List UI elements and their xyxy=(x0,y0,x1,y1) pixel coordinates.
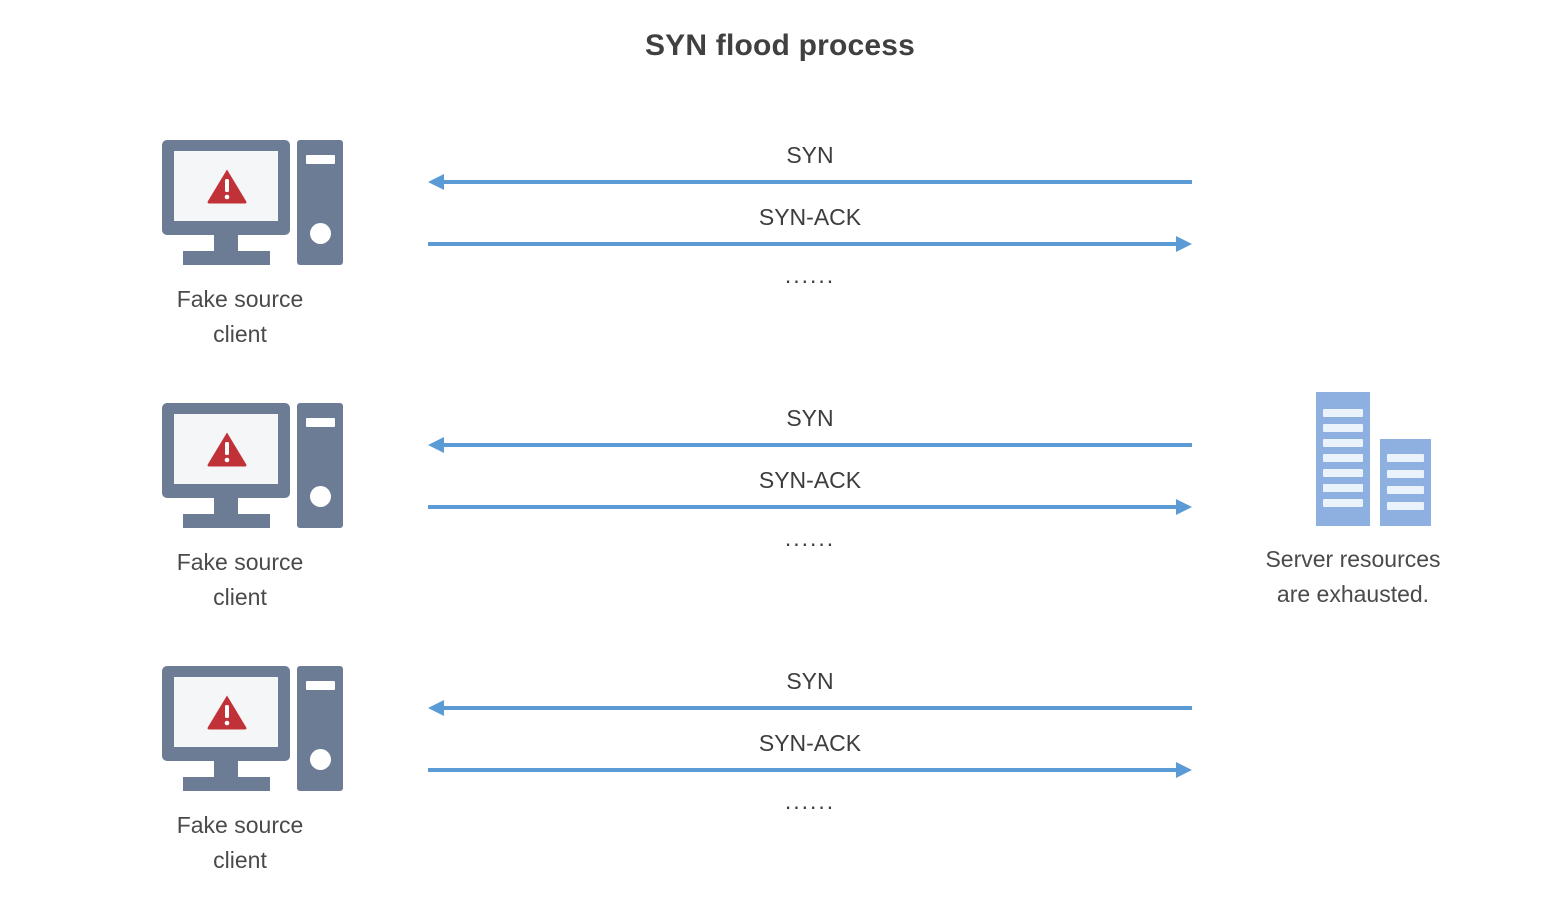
client-computer-warning-icon xyxy=(140,396,343,529)
syn-label: SYN xyxy=(786,142,834,168)
warning-triangle-icon xyxy=(206,693,248,731)
tower-power-button-icon xyxy=(310,223,331,244)
arrow-head-right-icon xyxy=(1176,499,1192,515)
flow-group-3: SYN SYN-ACK ...... xyxy=(428,666,1192,814)
client-node-1: Fake source client xyxy=(130,133,350,352)
rack-slot xyxy=(1323,469,1363,477)
server-node-label: Server resources are exhausted. xyxy=(1265,546,1441,607)
arrow-line xyxy=(428,768,1178,772)
continuation-dots: ...... xyxy=(784,262,836,288)
client-node-2: Fake source client xyxy=(130,396,350,615)
synack-arrow-right xyxy=(428,499,1192,515)
monitor-neck xyxy=(214,235,238,251)
client-node-label: Fake source client xyxy=(176,812,304,873)
synack-arrow-right xyxy=(428,236,1192,252)
synack-label: SYN-ACK xyxy=(758,467,862,493)
arrow-head-right-icon xyxy=(1176,236,1192,252)
monitor-neck xyxy=(214,498,238,514)
tower-power-button-icon xyxy=(310,486,331,507)
arrow-head-left-icon xyxy=(428,700,444,716)
server-node: Server resources are exhausted. xyxy=(1243,388,1463,612)
arrow-head-left-icon xyxy=(428,174,444,190)
syn-arrow-left xyxy=(428,437,1192,453)
syn-label: SYN xyxy=(786,405,834,431)
warning-triangle-icon xyxy=(206,167,248,205)
syn-arrow-left xyxy=(428,174,1192,190)
syn-label: SYN xyxy=(786,668,834,694)
rack-slot xyxy=(1387,454,1424,462)
syn-arrow-left xyxy=(428,700,1192,716)
rack-slot xyxy=(1323,454,1363,462)
client-computer-warning-icon xyxy=(140,659,343,792)
rack-slot xyxy=(1323,409,1363,417)
arrow-line xyxy=(428,505,1178,509)
continuation-dots: ...... xyxy=(784,788,836,814)
tower-drive-slot xyxy=(306,155,335,164)
rack-slot xyxy=(1387,486,1424,494)
client-node-label: Fake source client xyxy=(176,549,304,610)
continuation-dots: ...... xyxy=(784,525,836,551)
warning-triangle-icon xyxy=(206,430,248,468)
client-node-label: Fake source client xyxy=(176,286,304,347)
client-computer-warning-icon xyxy=(140,133,343,266)
synack-arrow-right xyxy=(428,762,1192,778)
monitor-frame xyxy=(162,403,290,498)
server-racks-icon xyxy=(1268,388,1438,528)
client-node-3: Fake source client xyxy=(130,659,350,878)
synack-label: SYN-ACK xyxy=(758,730,862,756)
tower-power-button-icon xyxy=(310,749,331,770)
rack-slot xyxy=(1387,470,1424,478)
monitor-base xyxy=(183,514,270,528)
arrow-head-right-icon xyxy=(1176,762,1192,778)
arrow-line xyxy=(442,706,1192,710)
flow-group-1: SYN SYN-ACK ...... xyxy=(428,140,1192,288)
arrow-head-left-icon xyxy=(428,437,444,453)
arrow-line xyxy=(428,242,1178,246)
monitor-frame xyxy=(162,666,290,761)
arrow-line xyxy=(442,180,1192,184)
monitor-neck xyxy=(214,761,238,777)
rack-slot xyxy=(1323,439,1363,447)
tower-drive-slot xyxy=(306,681,335,690)
monitor-frame xyxy=(162,140,290,235)
server-rack-tall xyxy=(1316,392,1370,526)
computer-tower xyxy=(297,140,343,265)
flow-group-2: SYN SYN-ACK ...... xyxy=(428,403,1192,551)
tower-drive-slot xyxy=(306,418,335,427)
monitor-base xyxy=(183,777,270,791)
arrow-line xyxy=(442,443,1192,447)
rack-slot xyxy=(1323,484,1363,492)
synack-label: SYN-ACK xyxy=(758,204,862,230)
page-title: SYN flood process xyxy=(644,29,916,62)
server-rack-short xyxy=(1380,439,1431,526)
rack-slot xyxy=(1323,424,1363,432)
rack-slot xyxy=(1387,502,1424,510)
rack-slot xyxy=(1323,499,1363,507)
computer-tower xyxy=(297,403,343,528)
monitor-base xyxy=(183,251,270,265)
computer-tower xyxy=(297,666,343,791)
